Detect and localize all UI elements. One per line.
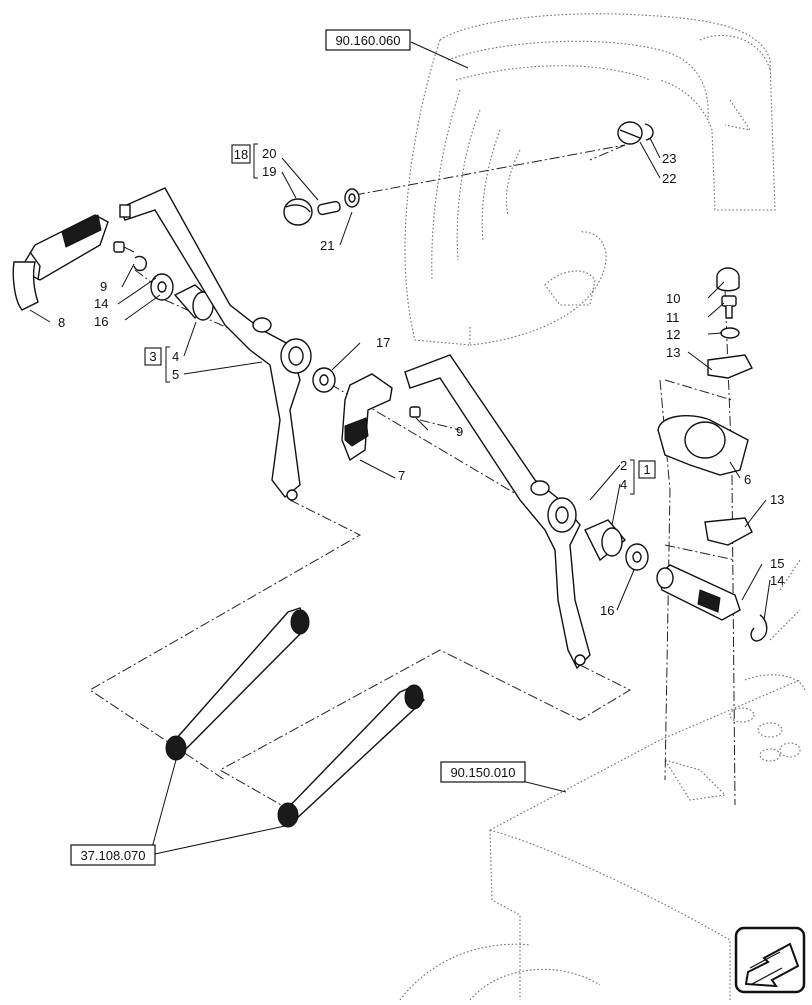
callout-16-right: 16 xyxy=(600,603,614,618)
callout-23: 23 xyxy=(662,151,676,166)
left-lever-assembly xyxy=(12,187,336,501)
callout-7: 7 xyxy=(398,468,405,483)
callout-5: 5 xyxy=(172,367,179,382)
fender-outline xyxy=(404,13,776,346)
kit-18-label: 18 xyxy=(234,147,248,162)
switch-stack-parts xyxy=(656,267,768,642)
callout-numbers: 20 19 21 23 22 9 14 16 8 4 5 17 10 11 12… xyxy=(58,146,784,618)
bolt-9b xyxy=(409,406,421,418)
circlip-14b xyxy=(750,614,768,642)
callout-4-right: 4 xyxy=(620,477,627,492)
knob-cap-ridge xyxy=(285,204,311,213)
reference-rods[interactable]: 37.108.070 xyxy=(70,844,156,866)
nav-arrow-icon[interactable] xyxy=(734,926,806,994)
callout-11: 11 xyxy=(666,310,680,325)
reference-fender[interactable]: 90.160.060 xyxy=(325,29,411,51)
callout-19: 19 xyxy=(262,164,276,179)
kit-1-label: 1 xyxy=(643,462,650,477)
callout-14-left: 14 xyxy=(94,296,108,311)
callout-13-bottom: 13 xyxy=(770,492,784,507)
platform-outline xyxy=(399,559,806,1001)
callout-13-top: 13 xyxy=(666,345,680,360)
bracket-13b xyxy=(704,517,753,546)
handle-7 xyxy=(341,373,393,462)
pin-20 xyxy=(317,200,341,216)
callout-6: 6 xyxy=(744,472,751,487)
reference-platform-label: 90.150.010 xyxy=(450,765,515,780)
reference-fender-label: 90.160.060 xyxy=(335,33,400,48)
callout-4-left: 4 xyxy=(172,349,179,364)
right-lever-assembly xyxy=(341,354,649,670)
leader-lines xyxy=(29,41,771,856)
ring-23 xyxy=(644,123,654,141)
callout-22: 22 xyxy=(662,171,676,186)
callout-8: 8 xyxy=(58,315,65,330)
callout-9-right: 9 xyxy=(456,424,463,439)
rod-parts xyxy=(165,607,425,828)
callout-16-left: 16 xyxy=(94,314,108,329)
kit-1: 1 xyxy=(630,459,656,495)
callout-15: 15 xyxy=(770,556,784,571)
clip-22 xyxy=(617,121,643,145)
reference-rods-label: 37.108.070 xyxy=(80,848,145,863)
callout-17: 17 xyxy=(376,335,390,350)
callout-2: 2 xyxy=(620,458,627,473)
rod-left xyxy=(166,607,309,756)
screw-11 xyxy=(721,295,737,307)
callout-9-left: 9 xyxy=(100,279,107,294)
reference-platform[interactable]: 90.150.010 xyxy=(440,761,526,783)
rod-right xyxy=(280,685,425,821)
knob-cap-19 xyxy=(283,198,313,226)
callout-14-right: 14 xyxy=(770,573,784,588)
callout-10: 10 xyxy=(666,291,680,306)
kit-18: 18 xyxy=(231,143,258,179)
kit-3: 3 xyxy=(144,346,170,383)
circlip-14 xyxy=(133,255,148,272)
callout-20: 20 xyxy=(262,146,276,161)
callout-12: 12 xyxy=(666,327,680,342)
bolt-9 xyxy=(113,241,125,253)
kit-3-label: 3 xyxy=(149,349,156,364)
callout-21: 21 xyxy=(320,238,334,253)
washer-12 xyxy=(720,327,740,339)
lever-arm-5 xyxy=(119,187,301,498)
shaft-15 xyxy=(657,564,741,621)
pin-kit-parts xyxy=(283,121,654,226)
bracket-13 xyxy=(707,354,753,379)
